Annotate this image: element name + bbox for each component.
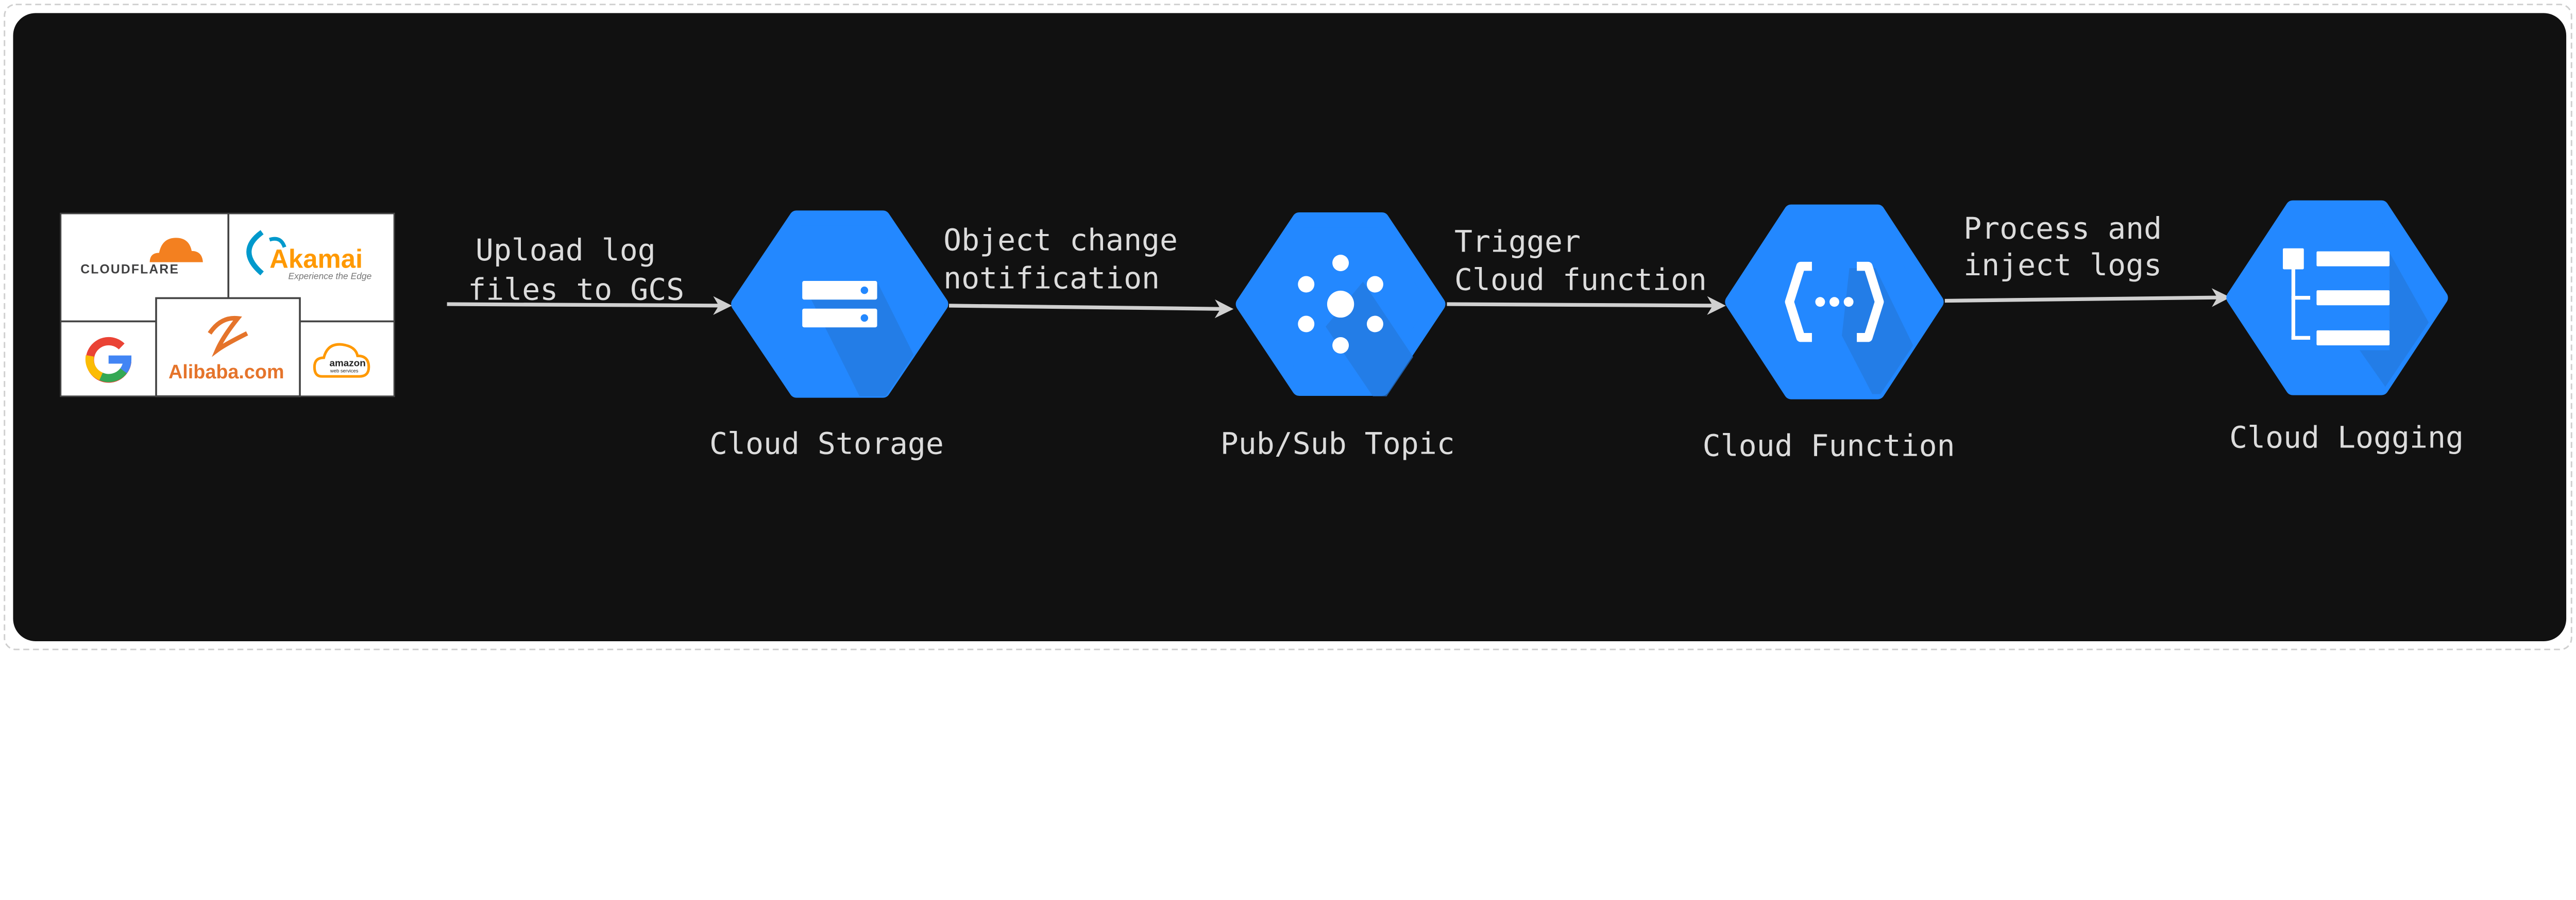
function-icon — [1785, 261, 1884, 342]
edge-label-trigger: Trigger Cloud function — [1454, 224, 1707, 297]
akamai-logo: Akamai Experience the Edge — [246, 230, 372, 281]
edge-label-process: Process and inject logs — [1963, 211, 2162, 282]
svg-text:web services: web services — [330, 368, 359, 374]
cloudflare-logo: CLOUDFLARE — [80, 238, 203, 276]
arrows — [447, 288, 2231, 319]
arrow-notification — [948, 299, 1234, 319]
edge-label-notification: Object change notification — [943, 222, 1178, 295]
node-cloud-function — [1725, 204, 1944, 399]
alibaba-logo: Alibaba.com — [168, 315, 284, 383]
logging-icon — [2283, 248, 2390, 345]
svg-text:Process and: Process and — [1963, 211, 2162, 246]
canvas-border — [4, 4, 2572, 651]
edge-label-upload: Upload log files to GCS — [468, 232, 684, 307]
svg-text:amazon: amazon — [329, 358, 365, 369]
node-label-cloud-storage: Cloud Storage — [709, 426, 944, 461]
architecture-diagram: CLOUDFLARE Akamai Experience the Edge Al… — [4, 4, 2572, 651]
arrow-trigger — [1447, 296, 1726, 315]
aws-logo: amazon web services — [313, 343, 370, 378]
svg-text:notification: notification — [943, 261, 1160, 296]
svg-text:Cloud function: Cloud function — [1454, 262, 1707, 297]
svg-text:inject logs: inject logs — [1963, 247, 2162, 282]
svg-text:files to GCS: files to GCS — [468, 272, 684, 307]
log-sources-logos: CLOUDFLARE Akamai Experience the Edge Al… — [60, 212, 395, 397]
svg-text:Trigger: Trigger — [1454, 224, 1581, 259]
svg-text:Object change: Object change — [943, 222, 1178, 257]
svg-text:Upload log: Upload log — [476, 232, 656, 268]
pubsub-icon — [1298, 255, 1383, 354]
svg-text:Akamai: Akamai — [269, 244, 363, 274]
svg-text:CLOUDFLARE: CLOUDFLARE — [80, 262, 179, 276]
arrow-upload — [447, 296, 732, 315]
svg-text:Alibaba.com: Alibaba.com — [168, 361, 284, 383]
node-label-cloud-function: Cloud Function — [1703, 428, 1955, 463]
node-label-pubsub-topic: Pub/Sub Topic — [1221, 426, 1455, 461]
arrow-inject — [1944, 288, 2231, 307]
svg-text:Experience the Edge: Experience the Edge — [289, 271, 372, 281]
google-logo — [85, 337, 132, 383]
storage-icon — [802, 280, 877, 328]
node-label-cloud-logging: Cloud Logging — [2229, 420, 2464, 455]
node-cloud-storage — [731, 210, 948, 398]
